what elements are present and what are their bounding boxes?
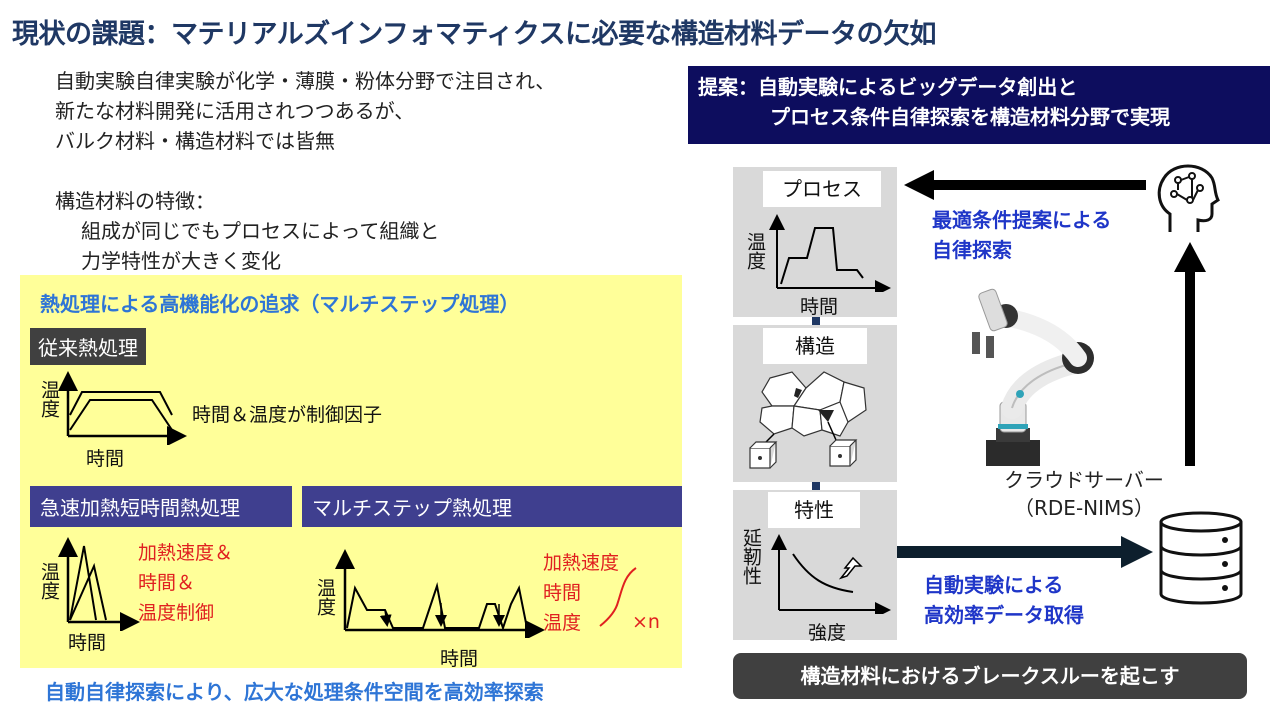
arrow-right-to-database — [897, 536, 1153, 568]
features-line: 力学特性が大きく変化 — [81, 249, 281, 273]
multistep-graph — [335, 549, 545, 638]
profile-line — [69, 562, 107, 621]
arrow-down — [379, 609, 392, 627]
multistep-label: マルチステップ熱処理 — [302, 486, 682, 527]
optimal-line: 自律探索 — [932, 238, 1012, 262]
rapid-label: 急速加熱短時間熱処理 — [30, 486, 292, 527]
improve-arrow-icon — [838, 556, 863, 580]
rapid-note: 温度制御 — [138, 602, 215, 624]
tradeoff-curve — [792, 553, 854, 593]
y-axis-label: 温度 — [38, 562, 60, 600]
structure-title: 構造 — [763, 328, 867, 364]
rapid-note: 加熱速度＆ — [138, 542, 234, 564]
features-line: 組成が同じでもプロセスによって組織と — [81, 219, 440, 243]
intro-line: 自動実験自律実験が化学・薄膜・粉体分野で注目され、 — [55, 69, 556, 93]
heat-treatment-title: 熱処理による高機能化の追求（マルチステップ処理） — [40, 292, 520, 316]
cloud-line: （RDE-NIMS） — [1014, 496, 1154, 520]
features-text: 構造材料の特徴： 組成が同じでもプロセスによって組織と 力学特性が大きく変化 — [55, 186, 439, 276]
features-heading: 構造材料の特徴： — [55, 189, 215, 213]
optimal-line: 最適条件提案による — [932, 208, 1112, 232]
rapid-notes: 加熱速度＆ 時間＆ 温度制御 — [138, 538, 233, 628]
property-graph — [771, 534, 891, 614]
y-axis-label: 温度 — [744, 232, 766, 270]
proposal-line: プロセス条件自律探索を構造材料分野で実現 — [770, 105, 1170, 129]
arrow-up-to-ai — [1174, 242, 1206, 466]
proposal-line: 提案：自動実験によるビッグデータ創出と — [698, 75, 1078, 99]
profile-line — [69, 391, 173, 416]
cloud-line: クラウドサーバー — [1004, 468, 1164, 492]
rapid-note: 時間＆ — [138, 572, 196, 594]
ai-brain-head-icon — [1157, 164, 1220, 232]
cloud-server-label: クラウドサーバー （RDE-NIMS） — [978, 466, 1190, 522]
database-icon — [1159, 511, 1243, 605]
x-axis-label: 強度 — [808, 622, 847, 644]
conventional-label: 従来熱処理 — [30, 328, 146, 365]
breakthrough-banner: 構造材料におけるブレークスルーを起こす — [733, 653, 1247, 699]
y-axis-label: 温度 — [38, 380, 60, 418]
intro-line: バルク材料・構造材料では皆無 — [55, 129, 335, 153]
x-axis-label: 時間 — [86, 448, 125, 470]
connector — [812, 317, 820, 325]
page-title: 現状の課題：マテリアルズインフォマティクスに必要な構造材料データの欠如 — [12, 19, 937, 50]
connector — [812, 482, 820, 490]
y-axis-label: 延靭性 — [740, 528, 762, 585]
property-title: 特性 — [768, 492, 860, 528]
robot-arm-icon — [972, 288, 1094, 466]
optimal-condition-text: 最適条件提案による 自律探索 — [932, 205, 1111, 265]
intro-text: 自動実験自律実験が化学・薄膜・粉体分野で注目され、 新たな材料開発に活用されつつ… — [55, 66, 555, 156]
profile-line — [69, 399, 173, 431]
auto-experiment-text: 自動実験による 高効率データ取得 — [924, 570, 1084, 630]
rapid-graph — [58, 537, 140, 631]
proposal-box: 提案：自動実験によるビッグデータ創出と プロセス条件自律探索を構造材料分野で実現 — [688, 66, 1270, 144]
microstructure-illustration — [749, 371, 867, 469]
conventional-note: 時間＆温度が制御因子 — [192, 404, 383, 426]
intro-line: 新たな材料開発に活用されつつあるが、 — [55, 99, 415, 123]
multistep-note: 温度 — [543, 612, 582, 634]
profile-line — [780, 227, 864, 285]
arrow-left-to-process — [904, 170, 1146, 200]
profile-line — [69, 545, 97, 621]
repeat-count: ×n — [632, 611, 660, 633]
x-axis-label: 時間 — [800, 296, 839, 318]
process-graph — [769, 214, 891, 292]
multistep-note: 加熱速度 — [543, 552, 620, 574]
x-axis-label: 時間 — [440, 648, 479, 670]
y-axis-label: 温度 — [314, 578, 336, 616]
auto-line: 高効率データ取得 — [924, 603, 1084, 627]
conventional-graph — [58, 371, 187, 445]
process-title: プロセス — [763, 171, 881, 207]
multistep-notes: 加熱速度 時間 温度 — [543, 548, 619, 638]
auto-line: 自動実験による — [924, 573, 1064, 597]
x-axis-label: 時間 — [68, 632, 107, 654]
multistep-note: 時間 — [543, 582, 582, 604]
exploration-summary: 自動自律探索により、広大な処理条件空間を高効率探索 — [45, 680, 544, 704]
brace-icon — [599, 567, 637, 627]
profile-line — [346, 582, 528, 632]
